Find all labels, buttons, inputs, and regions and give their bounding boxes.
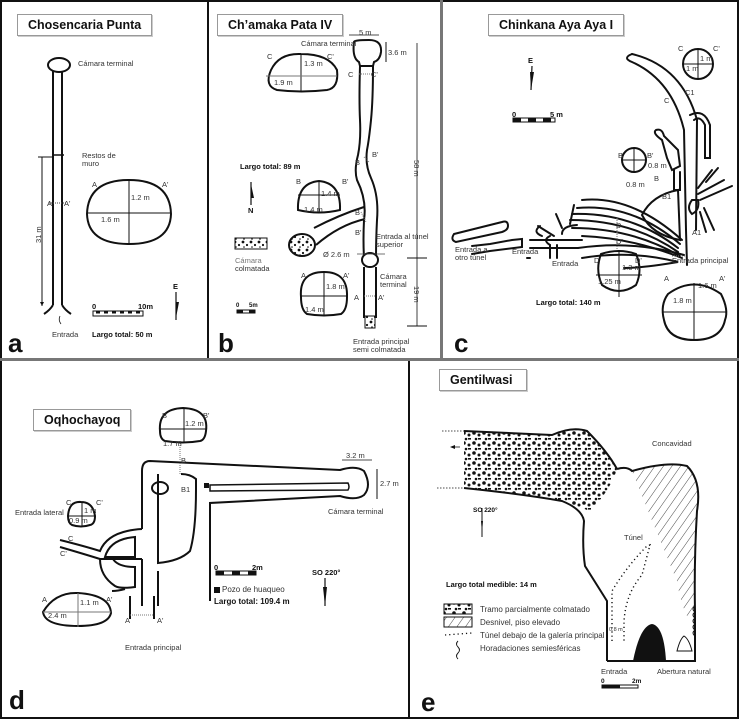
frame-border [0,0,739,2]
panel-e: Gentilwasi Concavidad SO 220° Túnel Larg… [412,361,737,718]
cross-section-a [661,283,728,342]
frame-border [0,717,739,719]
dark-opening [633,624,666,661]
rubble-zone [464,429,617,511]
panel-a: Chosencaria Punta Cámara terminal Restos… [0,0,207,358]
divider [440,0,443,359]
cross-section-d [597,250,641,292]
pozo-legend-swatch [214,587,220,593]
cave-plan-a [38,57,179,325]
legend-dotted-swatch [444,632,473,636]
divider [207,0,209,359]
legend-item: Tramo parcialmente colmatado [480,605,590,614]
panel-title: Gentilwasi [439,369,527,391]
legend-item: Desnivel, piso elevado [480,618,561,627]
lower-tunnel [611,543,652,641]
panel-c: Chinkana Aya Aya I E 0 5 m C C' 1 m 1 m … [442,0,737,358]
panel-title: Chinkana Aya Aya I [488,14,625,36]
cross-section-a [41,591,113,628]
natural-opening [676,635,693,652]
panel-d: Oqhochayoq B B' 1.2 m 1.7 m B B1 3.2 m 2… [0,361,407,718]
colmatada-chamber [288,233,316,257]
cross-section-a [85,178,173,246]
cross-section-b [158,406,208,444]
legend-item: Horadaciones semiesféricas [480,644,581,653]
panel-title: Oqhochayoq [33,409,132,431]
cross-section-c [267,52,339,93]
panel-letter: b [218,328,234,358]
cave-plan-e [437,428,700,689]
legend-wavy-swatch [456,640,460,660]
divider [408,361,410,719]
cross-section-c [66,500,97,528]
cave-plan-b [234,34,427,329]
panel-letter: e [421,687,436,717]
cross-section-a [299,270,349,317]
panel-title: Ch’amaka Pata IV [217,14,344,36]
panel-letter: a [8,328,23,358]
legend-item: Túnel debajo de la galería principal [480,631,605,640]
pozo-marker [204,483,209,488]
panel-title: Chosencaria Punta [17,14,153,36]
divider [0,358,739,361]
panel-letter: d [9,685,25,715]
cave-plan-d [41,406,378,628]
legend-rubble-swatch [443,603,473,615]
hatched-zone [632,464,699,616]
legend-hatch-swatch [443,616,473,628]
terminal-chamber-a [47,57,71,73]
panel-b: Ch’amaka Pata IV 5 m Cámara terminal 3.6… [209,0,440,358]
legend-colmatada-swatch [234,237,268,250]
cave-plan-c [451,48,733,342]
panel-letter: c [454,328,469,358]
